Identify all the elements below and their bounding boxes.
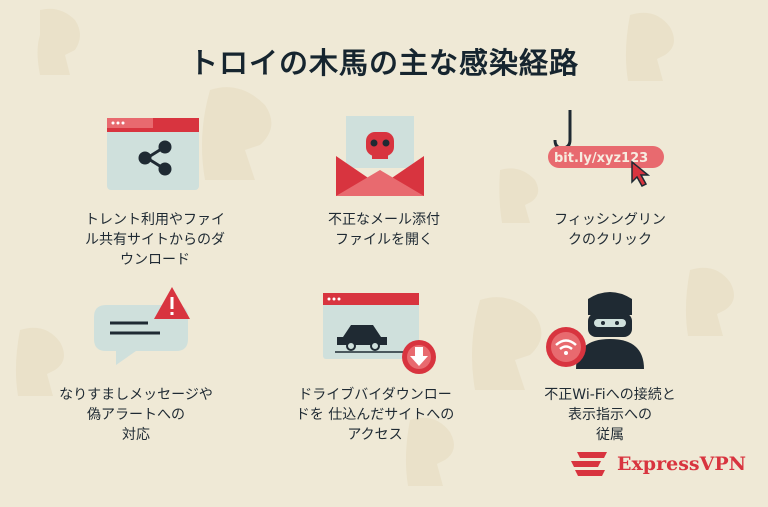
warning-icon	[154, 287, 190, 319]
infection-route-card: トレント利用やファイ ル共有サイトからのダ ウンロード	[45, 110, 265, 270]
infection-route-card: ドライブバイダウンロー ドを 仕込んだサイトへの アクセス	[265, 285, 485, 445]
route-label: ドライブバイダウンロー ドを 仕込んだサイトへの アクセス	[295, 387, 455, 443]
infection-route-card: 不正なメール添付 ファイルを開く	[274, 110, 494, 250]
infection-route-card: bit.ly/xyz123 フィッシングリン クのクリック	[500, 110, 720, 250]
wifi-icon	[546, 327, 586, 367]
route-label: トレント利用やファイ ル共有サイトからのダ ウンロード	[85, 212, 225, 268]
infection-route-card: 不正Wi-Fiへの接続と 表示指示への 従属	[500, 285, 720, 445]
download-icon	[402, 340, 436, 374]
expressvpn-logo-icon	[571, 452, 607, 476]
phishing-url: bit.ly/xyz123	[554, 151, 648, 166]
hacker-icon	[576, 292, 644, 369]
expressvpn-logo: ExpressVPN	[567, 450, 746, 478]
car-icon	[337, 325, 387, 351]
skull-icon	[366, 132, 394, 159]
route-label: 不正なメール添付 ファイルを開く	[328, 212, 440, 248]
fishhook-icon	[553, 110, 572, 150]
route-label: 不正Wi-Fiへの接続と 表示指示への 従属	[544, 387, 676, 443]
brand-name: ExpressVPN	[617, 453, 746, 475]
route-label: フィッシングリン クのクリック	[554, 212, 666, 248]
route-label: なりすましメッセージや 偽アラートへの 対応	[59, 387, 213, 443]
share-icon	[138, 140, 172, 176]
infection-route-card: なりすましメッセージや 偽アラートへの 対応	[26, 285, 246, 445]
page-title: トロイの木馬の主な感染経路	[188, 46, 579, 80]
cursor-icon	[631, 160, 651, 187]
